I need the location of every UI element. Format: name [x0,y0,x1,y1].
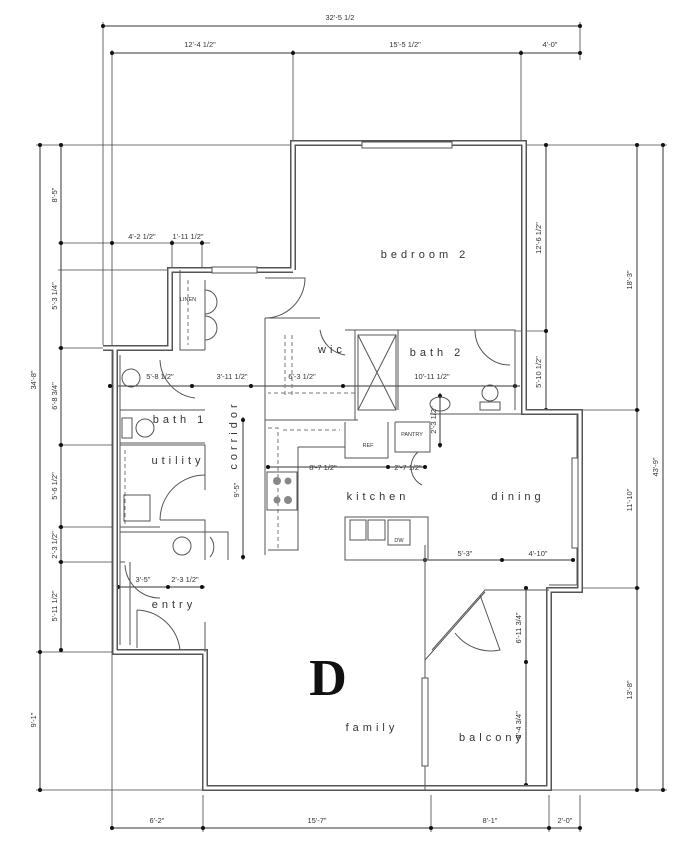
dim-pantry-d: 2'-3 1/2" [429,406,438,434]
dim-bottom-1: 6'-2" [150,816,165,825]
dim-left-2: 5'-3 1/4" [50,282,59,310]
dim-balcony-a: 6'-11 3/4" [514,612,523,643]
room-balcony: balcony [459,732,525,744]
dim-left-overall-2: 9'-1" [29,712,38,727]
room-wic: wic [317,344,346,356]
label-dw: DW [394,538,404,544]
dim-top-3: 4'-0" [543,40,558,49]
dim-linen-w1: 4'-2 1/2" [128,232,156,241]
dim-linen-w2: 1'-11 1/2" [172,232,203,241]
dim-bottom-4: 2'-0" [558,816,573,825]
dim-top-2: 15'-5 1/2" [389,40,421,49]
room-family: family [346,722,399,734]
dim-left-4: 5'-6 1/2" [50,472,59,500]
dim-left-3: 6'-8 3/4" [50,382,59,410]
shower [357,334,397,411]
room-bath-2: bath 2 [410,347,465,359]
dim-hall-w: 3'-11 1/2" [216,372,247,381]
dim-bath1-w: 5'-8 1/2" [146,372,174,381]
room-dining: dining [491,491,544,503]
water-heater [172,536,192,556]
dim-entry-b: 2'-3 1/2" [171,575,199,584]
bath1-toilet [135,418,155,438]
dim-top-overall: 32'-5 1/2 [326,13,355,22]
dim-left-5: 2'-3 1/2" [50,531,59,559]
dim-bottom-2: 15'-7" [307,816,326,825]
label-linen: LINEN [180,297,196,303]
dim-left-1: 8'-5" [50,187,59,202]
unit-letter: D [309,650,347,707]
dimension-ticks [38,24,665,830]
dim-right-inner-2: 5'-10 1/2" [534,356,543,388]
room-entry: entry [152,599,196,611]
windows [211,141,579,767]
dim-left-overall-1: 34'-8" [29,370,38,389]
dim-right-1: 18'-3" [625,270,634,289]
dim-bottom-3: 8'-1" [483,816,498,825]
dim-kitchen-w: 8'-7 1/2" [309,463,337,472]
dimension-labels: 32'-5 1/2 12'-4 1/2" 15'-5 1/2" 4'-0" 8'… [29,13,660,825]
room-labels: bedroom 2 wic bath 2 bath 1 utility corr… [151,249,544,744]
dim-entry-a: 3'-5" [136,575,151,584]
dim-dining-a: 5'-3" [458,549,473,558]
dim-right-overall: 43'-9" [651,457,660,476]
doors [124,277,511,652]
dim-left-6: 5'-11 1/2" [50,590,59,621]
dim-bath2-w: 10'-11 1/2" [414,372,450,381]
label-ref: REF [363,443,375,449]
dim-pantry-w: 2'-7 1/2" [394,463,422,472]
stove [266,471,298,511]
dim-top-1: 12'-4 1/2" [184,40,216,49]
dim-corridor-len: 9'-5" [232,482,241,497]
dim-balcony-b: 8'-4 3/4" [514,711,523,739]
dim-dining-b: 4'-10" [528,549,547,558]
fixtures [121,334,501,556]
bath2-toilet [481,384,499,402]
bath2-sink [429,396,451,412]
dim-right-inner-1: 12'-6 1/2" [534,222,543,254]
dim-right-3: 13'-8" [625,680,634,699]
dim-wic-w: 6'-3 1/2" [288,372,316,381]
room-bath-1: bath 1 [153,414,208,426]
room-bedroom-2: bedroom 2 [381,249,470,261]
bath1-tub [121,368,141,388]
room-utility: utility [151,455,204,467]
room-kitchen: kitchen [347,491,410,503]
label-pantry: PANTRY [401,432,423,438]
dim-right-2: 11'-10" [625,488,634,511]
room-corridor: corridor [228,400,240,469]
